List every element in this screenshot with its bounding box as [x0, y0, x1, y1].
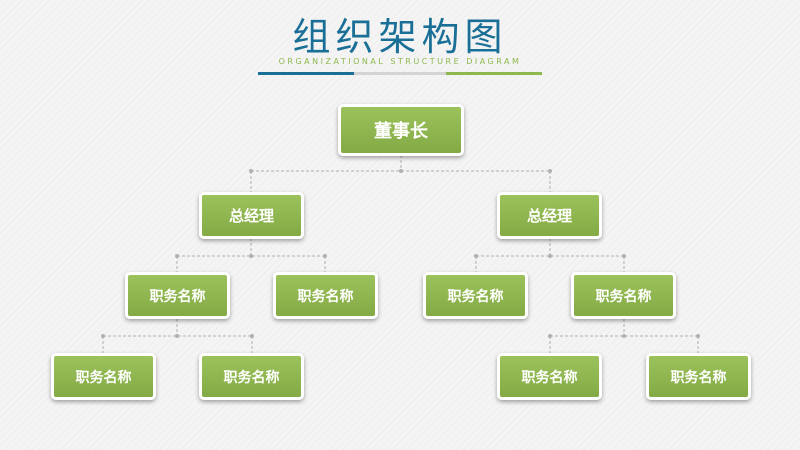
connector-dot — [399, 169, 403, 173]
node-gm-right: 总经理 — [497, 192, 602, 239]
title-underline-blue — [258, 72, 354, 75]
connector-dot — [101, 334, 105, 338]
node-position-r2a: 职务名称 — [497, 353, 602, 400]
connector-dot — [548, 334, 552, 338]
connector-dot — [548, 169, 552, 173]
title-underline-gray — [354, 72, 446, 75]
node-position-r2b: 职务名称 — [646, 353, 751, 400]
node-chairman: 董事长 — [338, 104, 464, 156]
connector-dot — [249, 254, 253, 258]
title-underline-green — [446, 72, 542, 75]
node-position-r2: 职务名称 — [571, 272, 676, 319]
connector-dot — [622, 254, 626, 258]
node-position-r1: 职务名称 — [423, 272, 528, 319]
page-subtitle: ORGANIZATIONAL STRUCTURE DIAGRAM — [278, 57, 522, 66]
connector-dot — [250, 334, 254, 338]
node-position-l1b: 职务名称 — [199, 353, 304, 400]
node-position-l2: 职务名称 — [273, 272, 378, 319]
connector-dot — [175, 334, 179, 338]
connector-dot — [323, 254, 327, 258]
connector-dot — [249, 169, 253, 173]
connector-dot — [175, 254, 179, 258]
connector-dot — [622, 334, 626, 338]
connector-dot — [548, 254, 552, 258]
node-position-l1: 职务名称 — [125, 272, 230, 319]
connector-dot — [696, 334, 700, 338]
node-gm-left: 总经理 — [199, 192, 304, 239]
node-position-l1a: 职务名称 — [51, 353, 156, 400]
page-title: 组织架构图 — [292, 15, 508, 59]
connector-dot — [474, 254, 478, 258]
